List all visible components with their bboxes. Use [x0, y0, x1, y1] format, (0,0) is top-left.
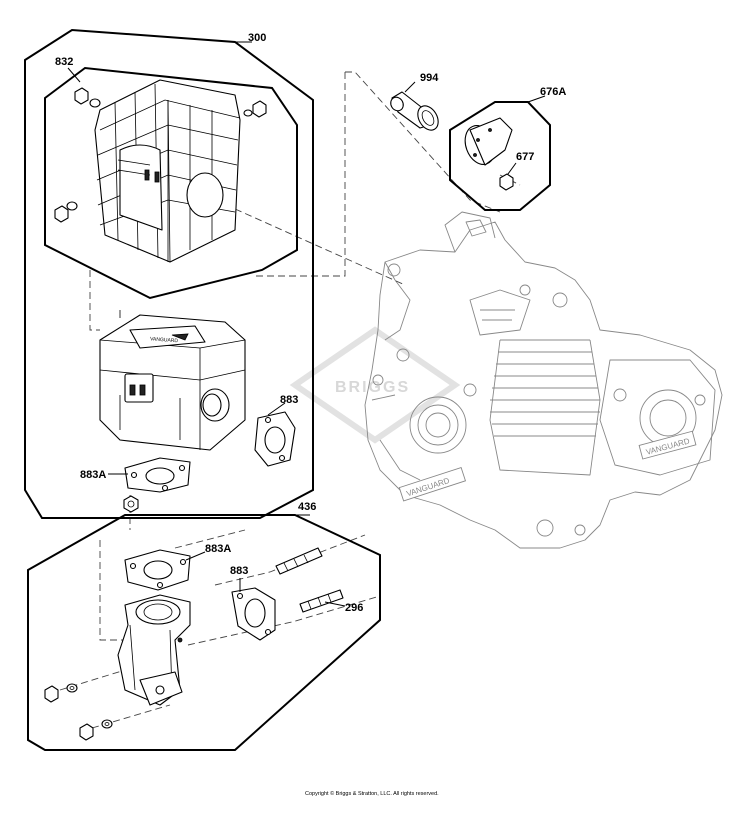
kit-436-exhaust-manifold: 436 883A 883: [27, 501, 381, 751]
gasket-883-top: [254, 411, 296, 467]
callout-677: 677: [516, 151, 534, 163]
callout-883A-top: 883A: [80, 469, 106, 481]
muffler-nut: [123, 495, 139, 513]
kit-676A-outline: [449, 101, 551, 211]
guard-screw-top-left: [74, 87, 101, 108]
guard-screw-left: [54, 201, 78, 223]
copyright-text: Copyright © Briggs & Stratton, LLC. All …: [305, 790, 439, 797]
stud-296-lower: [299, 589, 344, 613]
callout-994: 994: [420, 72, 439, 84]
kit-832-outline: [44, 66, 298, 300]
assembly-lines: [59, 71, 521, 729]
callout-883-bottom: 883: [230, 565, 248, 577]
guard-screw-top-right: [243, 100, 267, 118]
kit-676A-deflector: 676A 677: [449, 86, 566, 211]
kit-300-outline: [24, 28, 314, 519]
kit-300-muffler: 300 832: [24, 28, 314, 519]
muffler-guard: [94, 79, 241, 263]
part-994-spark-arrestor-adapter: [390, 91, 439, 131]
gasket-883A-bottom: [124, 549, 191, 591]
callout-883A-bottom: 883A: [205, 543, 231, 555]
exhaust-manifold: [117, 594, 191, 706]
deflector-screw: [499, 173, 514, 191]
callout-436: 436: [298, 501, 316, 513]
manifold-nut-upper: [44, 683, 78, 703]
watermark-text: BRIGGS: [335, 379, 410, 396]
callout-676A: 676A: [540, 86, 566, 98]
callout-300: 300: [248, 32, 266, 44]
stud-296-upper: [275, 547, 323, 575]
manifold-nut-lower: [79, 719, 113, 741]
deflector: [464, 117, 513, 166]
engine-block: BRIGGS VANGUARD VANGUARD: [289, 211, 723, 549]
kit-436-outline: [27, 514, 381, 751]
gasket-883-bottom: [231, 587, 276, 641]
gasket-883A-top: [124, 457, 191, 493]
callout-296: 296: [345, 602, 363, 614]
svg-text:VANGUARD: VANGUARD: [150, 336, 179, 344]
muffler: VANGUARD: [99, 314, 246, 451]
callout-883-top: 883: [280, 394, 298, 406]
callout-832: 832: [55, 56, 73, 68]
